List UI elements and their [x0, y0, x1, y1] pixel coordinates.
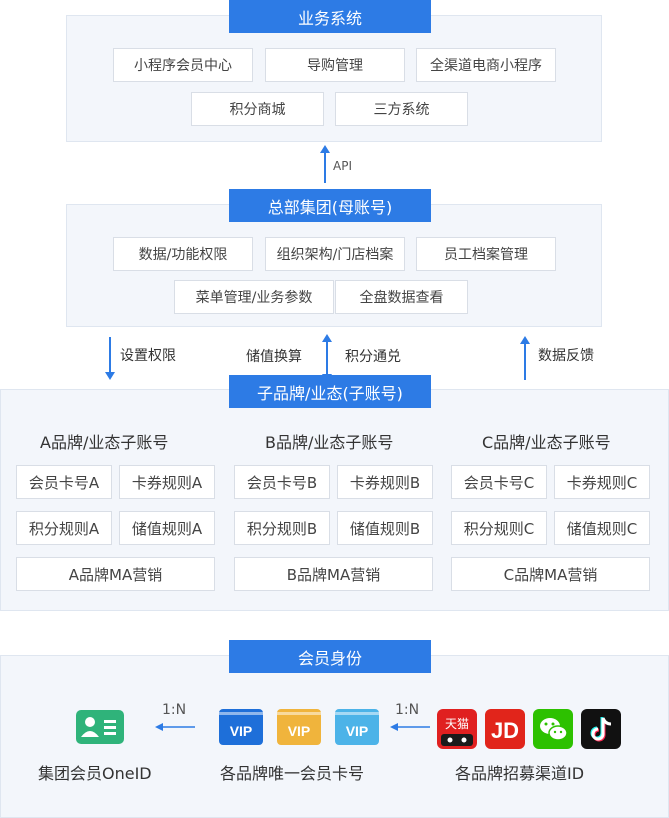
oneid-label: 集团会员OneID [38, 764, 152, 783]
brand-c-title: C品牌/业态子账号 [482, 433, 611, 452]
svg-text:JD: JD [491, 718, 519, 743]
hq-title: 总部集团(母账号) [229, 189, 431, 222]
vip-card-cyan-icon: VIP [335, 709, 379, 745]
brand-c-coupon-rule[interactable]: 卡券规则C [554, 465, 650, 499]
svg-text:VIP: VIP [288, 723, 311, 739]
hq-item-full-data-view[interactable]: 全盘数据查看 [335, 280, 468, 314]
brand-b-ma-marketing[interactable]: B品牌MA营销 [234, 557, 433, 591]
hq-item-data-permission[interactable]: 数据/功能权限 [113, 237, 253, 271]
brand-a-points-rule[interactable]: 积分规则A [16, 511, 112, 545]
brand-a-member-card[interactable]: 会员卡号A [16, 465, 112, 499]
tiktok-icon [581, 709, 621, 749]
brand-c-points-rule[interactable]: 积分规则C [451, 511, 547, 545]
svg-text:VIP: VIP [346, 723, 369, 739]
stored-value-exchange-label: 储值换算 [246, 349, 302, 365]
hq-item-org-store[interactable]: 组织架构/门店档案 [265, 237, 405, 271]
set-permission-down-arrow [105, 337, 115, 380]
one-to-many-arrow-1 [155, 723, 195, 731]
oneid-card-icon [76, 710, 124, 744]
data-feedback-up-arrow [520, 336, 530, 380]
card-label: 各品牌唯一会员卡号 [220, 764, 365, 783]
svg-text:VIP: VIP [230, 723, 253, 739]
channel-label: 各品牌招募渠道ID [455, 764, 585, 783]
tmall-icon: 天猫 [437, 709, 477, 749]
ratio-1-label: 1:N [162, 702, 187, 718]
brand-b-member-card[interactable]: 会员卡号B [234, 465, 330, 499]
brand-b-coupon-rule[interactable]: 卡券规则B [337, 465, 433, 499]
data-feedback-label: 数据反馈 [538, 348, 594, 364]
business-item-mini-member-center[interactable]: 小程序会员中心 [113, 48, 253, 82]
brand-a-title: A品牌/业态子账号 [40, 433, 169, 452]
set-permission-label: 设置权限 [120, 348, 176, 364]
brand-b-title: B品牌/业态子账号 [265, 433, 394, 452]
api-label: API [333, 159, 352, 173]
business-item-guide-management[interactable]: 导购管理 [265, 48, 405, 82]
business-item-omnichannel-mini[interactable]: 全渠道电商小程序 [416, 48, 556, 82]
brand-b-stored-value-rule[interactable]: 储值规则B [337, 511, 433, 545]
brand-a-coupon-rule[interactable]: 卡券规则A [119, 465, 215, 499]
sub-title: 子品牌/业态(子账号) [229, 375, 431, 408]
ratio-2-label: 1:N [395, 702, 420, 718]
identity-title: 会员身份 [229, 640, 431, 673]
api-up-arrow [320, 145, 330, 183]
one-to-many-arrow-2 [390, 723, 430, 731]
brand-b-points-rule[interactable]: 积分规则B [234, 511, 330, 545]
business-item-third-party[interactable]: 三方系统 [335, 92, 468, 126]
brand-a-ma-marketing[interactable]: A品牌MA营销 [16, 557, 215, 591]
business-title: 业务系统 [229, 0, 431, 33]
vip-card-gold-icon: VIP [277, 709, 321, 745]
business-item-points-mall[interactable]: 积分商城 [191, 92, 324, 126]
wechat-icon [533, 709, 573, 749]
jd-icon: JD [485, 709, 525, 749]
brand-c-stored-value-rule[interactable]: 储值规则C [554, 511, 650, 545]
svg-text:天猫: 天猫 [445, 717, 469, 731]
brand-c-ma-marketing[interactable]: C品牌MA营销 [451, 557, 650, 591]
points-exchange-label: 积分通兑 [345, 349, 401, 365]
vip-card-blue-icon: VIP [219, 709, 263, 745]
hq-item-menu-params[interactable]: 菜单管理/业务参数 [174, 280, 334, 314]
brand-c-member-card[interactable]: 会员卡号C [451, 465, 547, 499]
brand-a-stored-value-rule[interactable]: 储值规则A [119, 511, 215, 545]
hq-item-staff-records[interactable]: 员工档案管理 [416, 237, 556, 271]
